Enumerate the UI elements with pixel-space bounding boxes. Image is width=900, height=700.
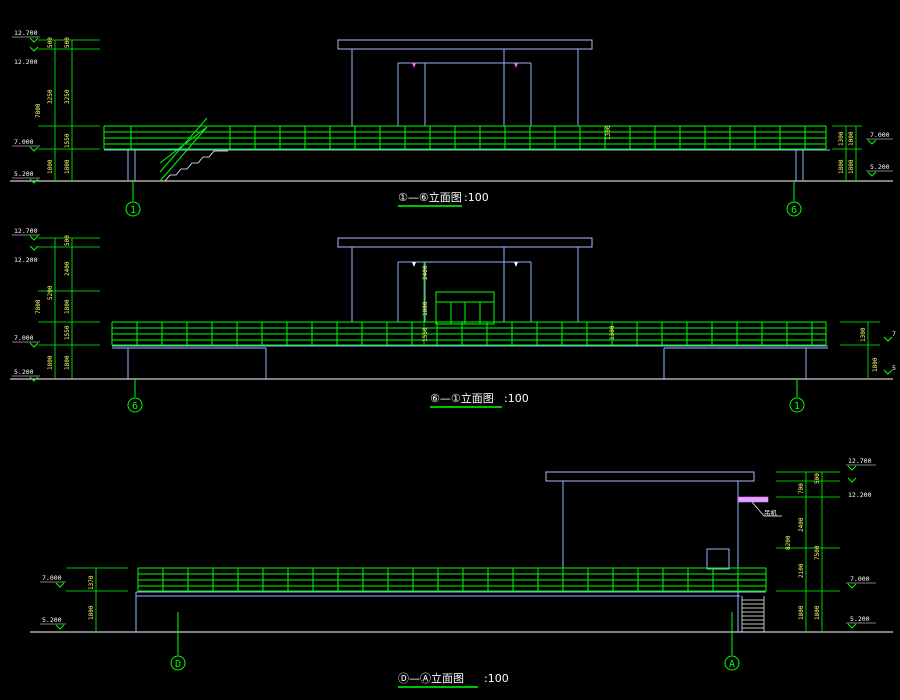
dim-text: 700 <box>798 483 805 494</box>
elevation-D-A: 吊机 <box>30 457 893 688</box>
dim-text: 7800 <box>35 299 42 314</box>
dim-text: 1300 <box>605 125 612 140</box>
dim-text: 1800 <box>814 605 821 620</box>
dim-text: 1800 <box>47 159 54 174</box>
dim-text: 500 <box>64 235 71 246</box>
dim-text: 500 <box>64 37 71 48</box>
axis-bubble-label: D <box>175 659 181 670</box>
elevation-scale: :100 <box>484 672 509 685</box>
level-ground: 5.200 <box>42 616 62 624</box>
dim-text: 1800 <box>798 605 805 620</box>
elevation-scale: :100 <box>464 191 489 204</box>
dim-text: 2100 <box>798 563 805 578</box>
crane-note: 吊机 <box>764 508 778 517</box>
dim-text: 500 <box>47 37 54 48</box>
elevation-title: Ⓓ—Ⓐ立面图 <box>398 671 464 685</box>
level-eave: 12.200 <box>14 256 38 264</box>
dim-text: 1800 <box>422 301 429 316</box>
level-top: 12.700 <box>14 227 38 235</box>
dim-text: 1800 <box>838 159 845 174</box>
level-ground-right: 5.200 <box>870 163 890 171</box>
dim-text: 1550 <box>64 325 71 340</box>
dim-text: 1550 <box>64 133 71 148</box>
elevation-title: ⑥—①立面图 <box>430 391 494 405</box>
level-floor-right: 7.000 <box>870 131 890 139</box>
dim-text: 1000 <box>848 131 855 146</box>
dim-text: 1800 <box>47 355 54 370</box>
axis-bubble-label: 1 <box>794 401 800 412</box>
level-ground: 5.200 <box>14 368 34 376</box>
dim-text: 1800 <box>64 299 71 314</box>
level-eave: 12.200 <box>848 491 872 499</box>
elevation-scale: :100 <box>504 392 529 405</box>
level-floor: 7.000 <box>850 575 870 583</box>
dim-text: 1300 <box>860 327 867 342</box>
dim-text: 500 <box>814 473 821 484</box>
axis-bubble-label: 1 <box>130 205 136 216</box>
axis-bubble-label: 6 <box>791 205 797 216</box>
dim-text: 1800 <box>64 355 71 370</box>
level-floor-right: 7 <box>892 330 896 338</box>
dim-text: 1800 <box>88 605 95 620</box>
dim-text: 1800 <box>64 159 71 174</box>
level-ground: 5.200 <box>850 615 870 623</box>
elevation-title: ①—⑥立面图 <box>398 190 462 204</box>
dim-text: 3250 <box>64 89 71 104</box>
level-floor: 7.000 <box>14 138 34 146</box>
dim-text: 2400 <box>422 265 429 280</box>
level-floor: 7.000 <box>14 334 34 342</box>
level-floor: 7.000 <box>42 574 62 582</box>
dim-text: 5200 <box>47 285 54 300</box>
dim-text: 3250 <box>47 89 54 104</box>
dim-text: 1800 <box>872 357 879 372</box>
dim-text: 2400 <box>64 261 71 276</box>
level-top: 12.700 <box>848 457 872 465</box>
axis-bubble-label: 6 <box>132 401 138 412</box>
dim-text: 8200 <box>785 535 792 550</box>
level-ground: 5.200 <box>14 170 34 178</box>
dim-text: 1300 <box>609 325 616 340</box>
dim-text: 7500 <box>814 545 821 560</box>
dim-text: 7800 <box>35 103 42 118</box>
level-eave: 12.200 <box>14 58 38 66</box>
dim-text: 1370 <box>88 575 95 590</box>
level-top: 12.700 <box>14 29 38 37</box>
level-ground-right: 5 <box>892 364 896 372</box>
dim-text: 1550 <box>422 327 429 342</box>
elevation-6-1: 6 1 12.700 12.200 7.000 5.200 500 2400 1… <box>10 227 896 413</box>
axis-bubble-label: A <box>729 659 735 670</box>
dim-text: 1800 <box>848 159 855 174</box>
elevation-1-6: 1 6 12.700 12.200 7.000 5.200 500 3250 1… <box>10 29 893 217</box>
dim-text: 1300 <box>838 131 845 146</box>
dim-text: 2400 <box>798 517 805 532</box>
